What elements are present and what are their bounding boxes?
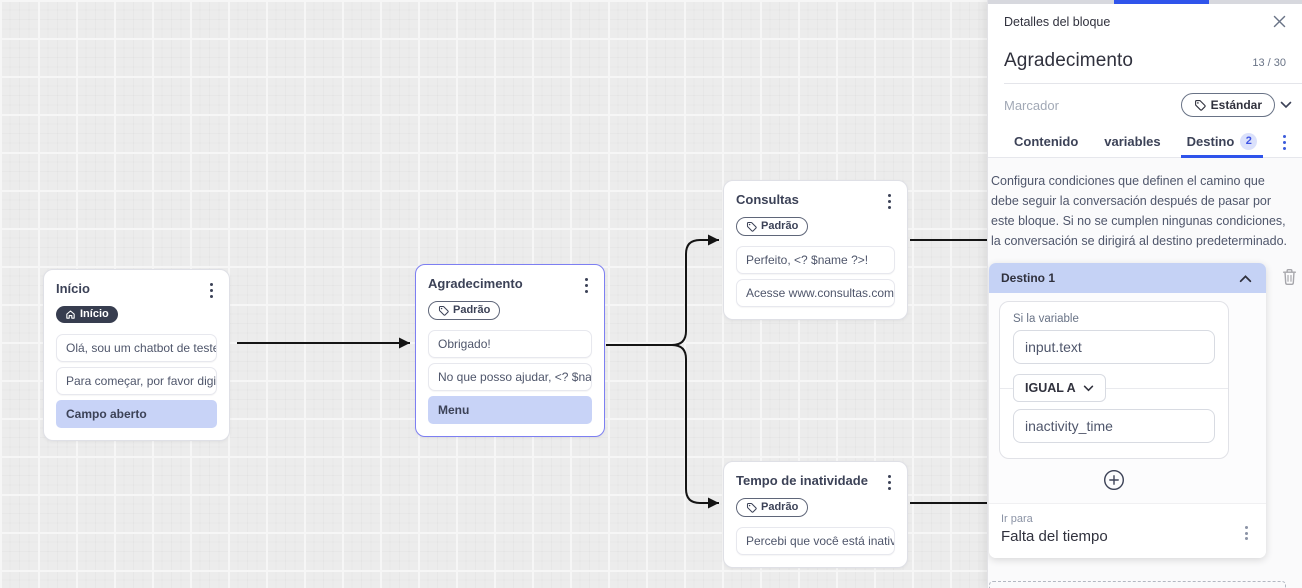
- condition-card: Si la variable IGUAL A: [999, 301, 1229, 459]
- chevron-up-icon[interactable]: [1239, 274, 1252, 283]
- message-card[interactable]: Olá, sou um chatbot de teste!: [56, 334, 217, 363]
- node-menu-icon[interactable]: [884, 192, 895, 211]
- add-destination-button[interactable]: Agregar destino: [989, 581, 1286, 588]
- message-card[interactable]: Perfeito, <? $name ?>!: [736, 246, 895, 275]
- node-title: Agradecimento: [428, 276, 523, 291]
- message-card[interactable]: Percebi que você está inativo. C...: [736, 527, 895, 556]
- destination-title: Destino 1: [1001, 271, 1056, 285]
- node-menu-icon[interactable]: [884, 473, 895, 492]
- node-title: Início: [56, 281, 90, 296]
- destination-tab-content: Configura condiciones que definen el cam…: [988, 158, 1302, 588]
- message-card[interactable]: No que posso ajudar, <? $name ...: [428, 363, 592, 392]
- node-type-badge: Padrão: [736, 217, 809, 237]
- node-menu-icon[interactable]: [206, 281, 217, 300]
- marker-value: Estándar: [1210, 98, 1262, 112]
- tag-icon: [1194, 100, 1206, 111]
- marker-label: Marcador: [1004, 97, 1059, 113]
- flow-canvas[interactable]: Início Início Olá, sou um chatbot de tes…: [0, 0, 988, 588]
- tag-icon: [438, 306, 449, 317]
- goto-label: Ir para: [1001, 513, 1033, 525]
- block-details-panel: Detalles del bloque Agradecimento 13 / 3…: [987, 0, 1302, 588]
- trash-icon[interactable]: [1281, 268, 1298, 286]
- goto-target: Falta del tiempo: [1001, 528, 1108, 545]
- badge-label: Padrão: [761, 220, 799, 233]
- node-type-badge: Padrão: [428, 301, 501, 321]
- top-tab-strip: [988, 0, 1302, 4]
- message-card[interactable]: Obrigado!: [428, 330, 592, 359]
- message-card[interactable]: Acesse www.consultas.com par...: [736, 279, 895, 308]
- badge-label: Início: [80, 308, 109, 321]
- condition-value-input[interactable]: [1013, 409, 1215, 443]
- operator-select[interactable]: IGUAL A: [1013, 374, 1106, 402]
- tag-icon: [746, 503, 757, 514]
- divider: [1000, 388, 1228, 389]
- add-condition-button[interactable]: [999, 469, 1228, 491]
- marker-select[interactable]: Estándar: [1180, 93, 1275, 117]
- home-icon: [66, 310, 75, 320]
- flow-node-agradecimento[interactable]: Agradecimento Padrão Obrigado! No que po…: [415, 264, 605, 438]
- destination-count-badge: 2: [1240, 132, 1258, 150]
- goto-menu-icon[interactable]: [1241, 523, 1252, 542]
- tag-icon: [746, 222, 757, 233]
- active-tab-indicator: [1114, 0, 1209, 4]
- close-icon[interactable]: [1271, 13, 1288, 30]
- destination-header[interactable]: Destino 1: [989, 263, 1266, 293]
- block-name-field[interactable]: Agradecimento: [1004, 50, 1134, 71]
- flow-node-inicio[interactable]: Início Início Olá, sou um chatbot de tes…: [43, 269, 230, 442]
- goto-row: Ir para Falta del tiempo: [989, 503, 1266, 558]
- open-field-card[interactable]: Campo aberto: [56, 400, 217, 429]
- char-counter: 13 / 30: [1252, 57, 1286, 69]
- panel-tabs: Contenido variables Destino 2: [988, 125, 1302, 158]
- menu-card[interactable]: Menu: [428, 396, 592, 425]
- flow-node-tempo-inatividade[interactable]: Tempo de inatividade Padrão Percebi que …: [723, 461, 908, 569]
- divider: [1004, 83, 1302, 84]
- node-menu-icon[interactable]: [581, 276, 592, 295]
- flow-node-consultas[interactable]: Consultas Padrão Perfeito, <? $name ?>! …: [723, 180, 908, 321]
- destination-block: Destino 1 Si la variable IGUAL A: [989, 263, 1266, 558]
- badge-label: Padrão: [453, 304, 491, 317]
- message-card[interactable]: Para começar, por favor digite o ...: [56, 367, 217, 396]
- node-type-badge: Padrão: [736, 498, 809, 518]
- plus-circle-icon: [1103, 469, 1124, 491]
- flow-edges: [237, 234, 987, 509]
- tab-destino[interactable]: Destino 2: [1180, 125, 1263, 158]
- chevron-down-icon: [1083, 385, 1093, 391]
- tabs-menu-icon[interactable]: [1279, 133, 1290, 152]
- panel-title: Detalles del bloque: [1004, 14, 1111, 29]
- badge-label: Padrão: [761, 501, 799, 514]
- condition-variable-label: Si la variable: [1013, 313, 1079, 325]
- tab-contenido[interactable]: Contenido: [1014, 133, 1079, 149]
- chevron-down-icon[interactable]: [1280, 101, 1292, 109]
- condition-variable-input[interactable]: [1013, 330, 1215, 364]
- node-title: Consultas: [736, 192, 799, 207]
- node-title: Tempo de inatividade: [736, 473, 868, 488]
- destination-description: Configura condiciones que definen el cam…: [991, 174, 1287, 248]
- node-type-badge: Início: [56, 306, 118, 324]
- tab-variables[interactable]: variables: [1104, 133, 1161, 149]
